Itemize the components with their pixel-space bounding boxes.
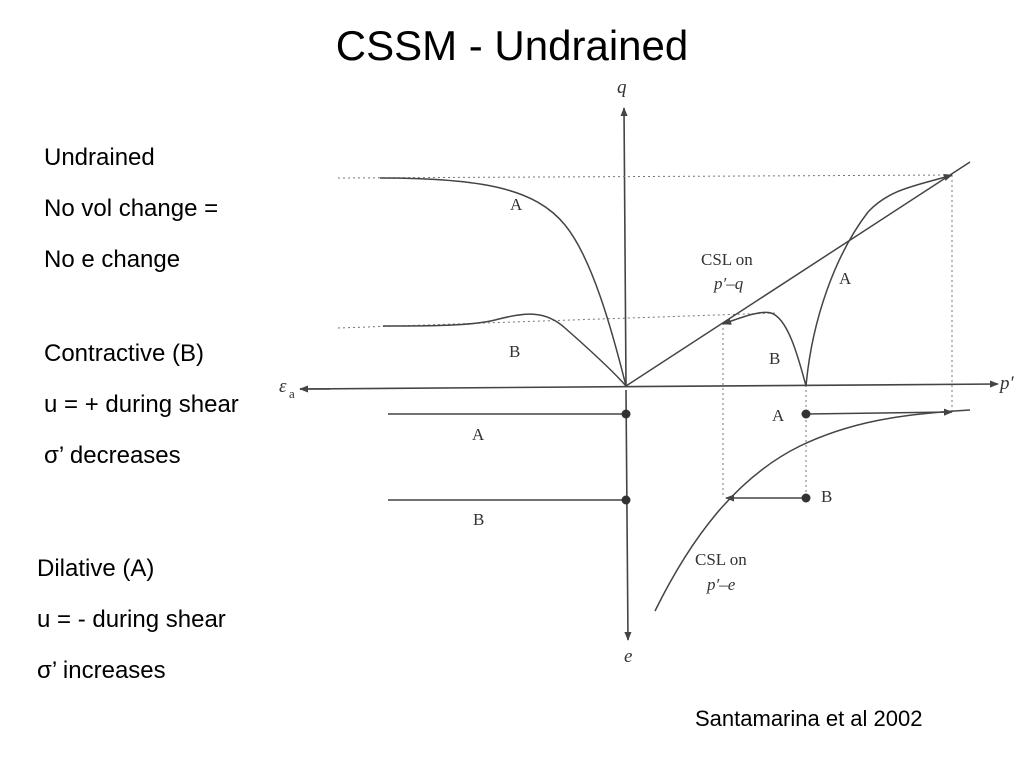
stress-path-B — [722, 311, 807, 387]
e-axis — [624, 389, 632, 641]
csl-pq-label-line2: p′–q — [713, 274, 744, 293]
dilative-notes: Dilative (A) u = - during shear σ’ incre… — [37, 543, 226, 696]
dilative-pore-pressure: u = - during shear — [37, 606, 226, 633]
p-axis — [299, 380, 999, 390]
e-axis-label: e — [624, 646, 632, 667]
dotted-guides — [337, 174, 953, 497]
citation: Santamarina et al 2002 — [695, 706, 923, 731]
label-B-p-e: B — [821, 487, 832, 506]
label-A-p-e: A — [772, 406, 785, 425]
label-A-stress-path: A — [839, 269, 852, 288]
path-A-p-e — [805, 408, 953, 416]
label-B-strain-q: B — [509, 342, 520, 361]
undrained-notes: Undrained No vol change = No e change — [44, 132, 218, 285]
dilative-heading: Dilative (A) — [37, 555, 155, 582]
label-B-stress-path: B — [769, 349, 780, 368]
curve-A-strain-q — [379, 177, 627, 387]
contractive-notes: Contractive (B) u = + during shear σ’ de… — [44, 328, 239, 481]
dilative-stress-text: ’ increases — [51, 657, 166, 684]
contractive-heading: Contractive (B) — [44, 340, 205, 367]
q-axis-label: q — [617, 77, 627, 98]
csl-pe-label-line2: p′–e — [706, 575, 736, 594]
strain-axis-label: ε — [279, 376, 287, 397]
curve-B-strain-q — [382, 313, 627, 387]
contractive-stress-text: ’ decreases — [58, 442, 181, 469]
p-axis-label: p′ — [998, 373, 1015, 394]
point-B-p-e — [801, 493, 811, 503]
label-A-strain-e: A — [472, 425, 485, 444]
point-A-e-axis — [621, 409, 631, 419]
q-axis — [620, 107, 628, 386]
csl-pq-label-line1: CSL on — [701, 250, 753, 269]
sigma-symbol: σ — [37, 657, 52, 684]
no-vol-change-text: No vol change = — [44, 195, 219, 222]
no-e-change-text: No e change — [44, 246, 181, 273]
csl-pe-curve — [654, 409, 971, 612]
point-B-e-axis — [621, 495, 631, 505]
csl-pe-label-line1: CSL on — [695, 550, 747, 569]
strain-axis-subscript: a — [289, 386, 295, 401]
point-A-p-e — [801, 409, 811, 419]
dilative-stress-line: σ’ increases — [37, 645, 226, 696]
contractive-pore-pressure: u = + during shear — [44, 391, 239, 418]
slide-title: CSSM - Undrained — [335, 22, 689, 69]
label-B-strain-e: B — [473, 510, 484, 529]
undrained-heading: Undrained — [44, 144, 155, 171]
csl-pq-line — [625, 161, 971, 387]
stress-path-A — [805, 173, 953, 387]
contractive-stress-line: σ’ decreases — [44, 430, 239, 481]
sigma-symbol: σ — [44, 442, 59, 469]
label-A-strain-q: A — [510, 195, 523, 214]
